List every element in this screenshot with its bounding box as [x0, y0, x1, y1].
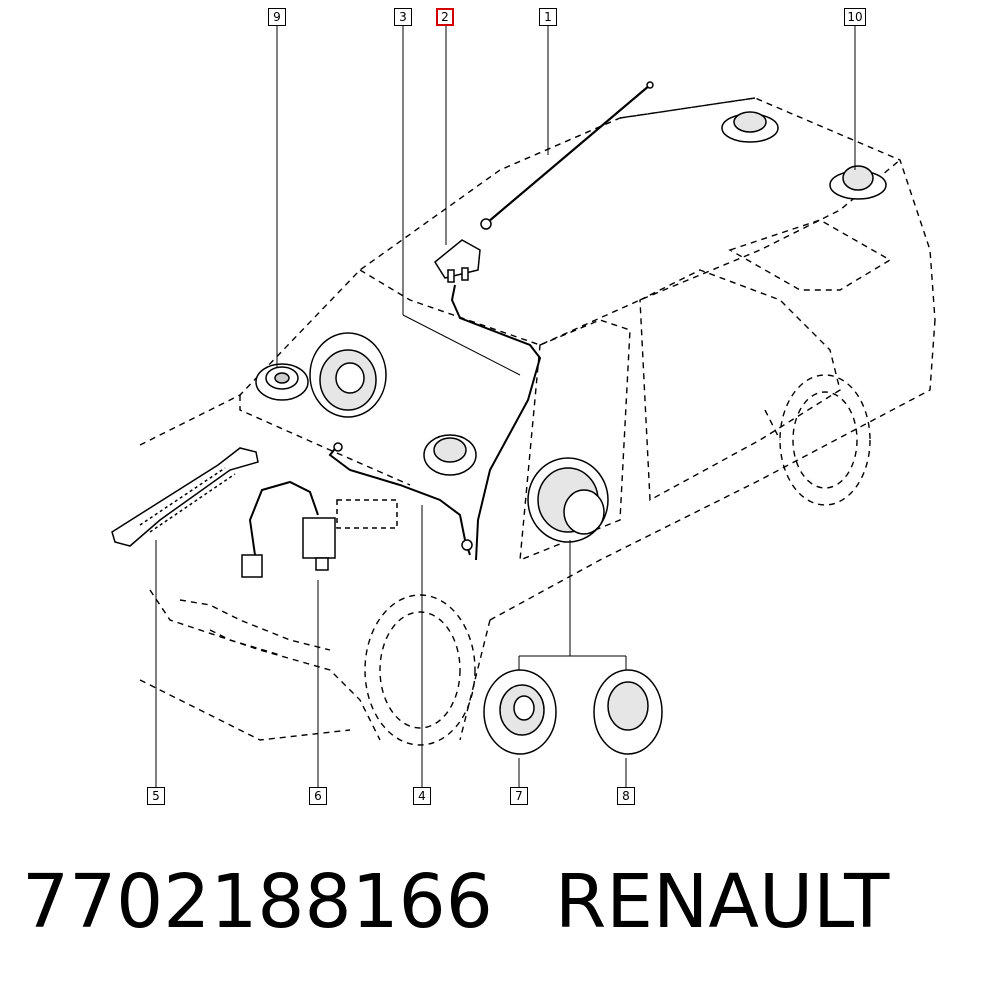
- callout-2: 2: [436, 8, 454, 26]
- mounting-bracket: [111, 447, 259, 547]
- antenna-base: [434, 239, 481, 283]
- callout-4: 4: [413, 787, 431, 805]
- rear-speaker-left: [721, 111, 779, 143]
- tweeter-left: [255, 363, 309, 401]
- part-caption: 7702188166 RENAULT: [22, 852, 889, 952]
- door-speaker: [527, 457, 609, 543]
- antenna-mast: [480, 81, 654, 230]
- callout-3: 3: [394, 8, 412, 26]
- speaker-part-8: [593, 669, 663, 755]
- speaker-part-7: [483, 669, 557, 755]
- antenna-amplifier: [241, 480, 398, 578]
- callout-1: 1: [539, 8, 557, 26]
- leader-lines: [155, 26, 856, 787]
- callout-8: 8: [617, 787, 635, 805]
- callout-6: 6: [309, 787, 327, 805]
- part-number: 7702188166: [22, 859, 493, 945]
- brand-name: RENAULT: [554, 859, 890, 945]
- callout-7: 7: [510, 787, 528, 805]
- dash-speaker-center: [423, 434, 477, 476]
- car-audio-exploded-diagram: [111, 26, 936, 787]
- callout-9: 9: [268, 8, 286, 26]
- antenna-cable: [450, 284, 542, 561]
- rear-speaker-right: [829, 165, 887, 200]
- speaker-harness: [328, 444, 471, 556]
- car-body-outline: [139, 97, 936, 746]
- callout-10: 10: [844, 8, 866, 26]
- callout-5: 5: [147, 787, 165, 805]
- dash-speaker-left: [309, 332, 387, 418]
